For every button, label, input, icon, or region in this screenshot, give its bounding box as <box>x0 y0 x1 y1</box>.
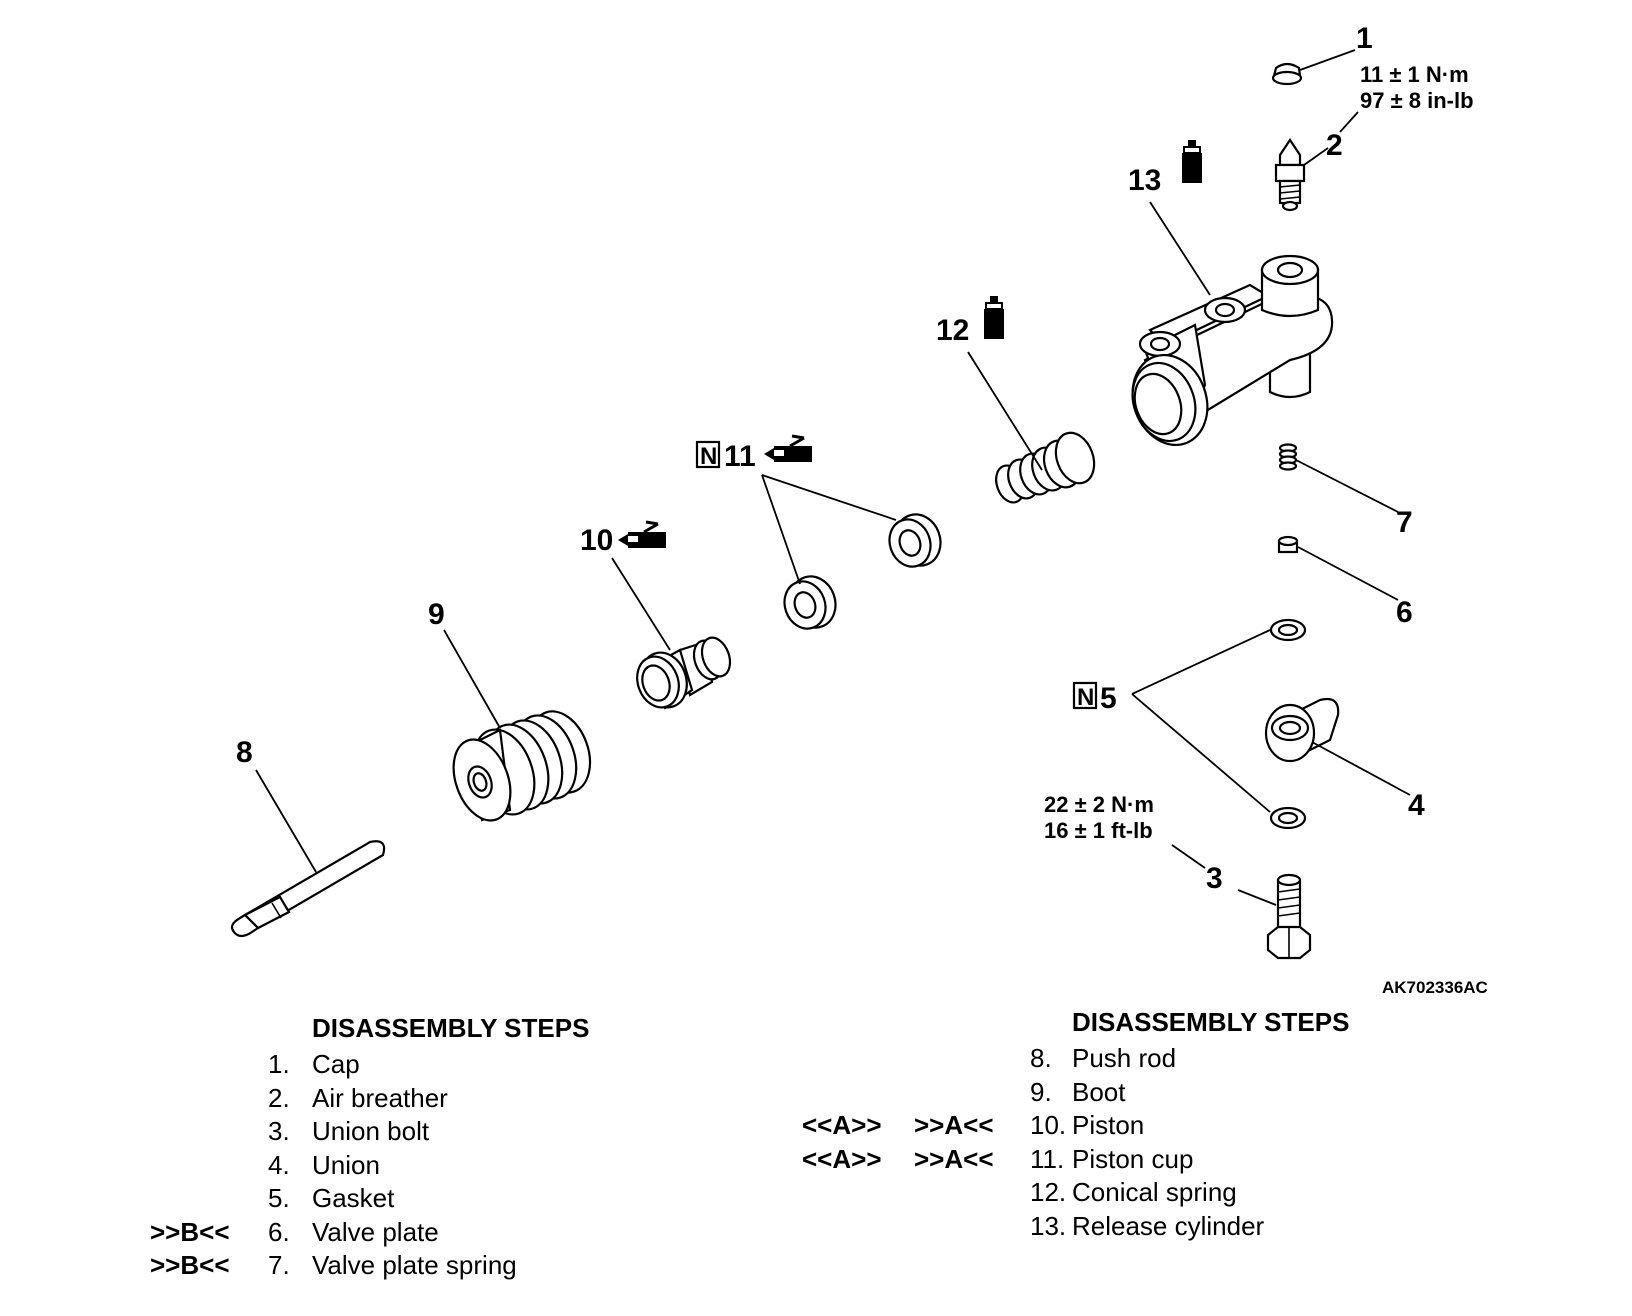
disassembly-steps-right: DISASSEMBLY STEPS 8.Push rod 9.Boot <<A>… <box>802 1006 1422 1243</box>
figure-id: AK702336AC <box>1382 978 1488 997</box>
step-row: 9.Boot <box>1030 1076 1126 1107</box>
grease-gun-icon <box>618 520 666 548</box>
callout-3: 3 <box>1206 862 1223 895</box>
leader-2-torque <box>1339 111 1359 133</box>
part-union-bolt <box>1266 873 1312 960</box>
brake-fluid-icon <box>984 296 1004 339</box>
leader-3 <box>1237 889 1277 906</box>
callout-4: 4 <box>1408 789 1425 822</box>
part-gasket-upper <box>1269 618 1307 642</box>
leader-6 <box>1297 546 1399 601</box>
part-valve-plate <box>1277 535 1299 554</box>
callout-9: 9 <box>428 598 445 631</box>
part-piston-cup-upper <box>888 513 942 568</box>
step-row: 2.Air breather <box>268 1082 448 1113</box>
svg-text:N: N <box>1077 684 1094 711</box>
part-valve-plate-spring <box>1278 443 1298 471</box>
leader-5b <box>1131 693 1271 813</box>
step-row: 1.Cap <box>268 1049 360 1079</box>
leader-11b <box>761 474 801 585</box>
callout-13: 13 <box>1128 164 1161 197</box>
leader-1 <box>1299 49 1356 71</box>
leader-7 <box>1295 459 1399 513</box>
leader-9 <box>443 629 501 729</box>
step-row: 8.Push rod <box>1030 1043 1177 1073</box>
part-union <box>1264 697 1340 763</box>
callout-2: 2 <box>1326 129 1343 162</box>
callout-12: 12 <box>936 314 969 347</box>
torque-bolt-nm: 22 ± 2 N·m <box>1044 792 1154 817</box>
torque-cap-nm: 11 ± 1 N·m <box>1360 62 1469 87</box>
part-piston <box>636 636 732 710</box>
torque-bolt-ftlb: 16 ± 1 ft-lb <box>1044 818 1153 843</box>
leader-5a <box>1131 629 1271 695</box>
callout-11: 11 <box>724 440 756 473</box>
callout-1: 1 <box>1356 22 1373 55</box>
part-air-breather <box>1274 138 1306 212</box>
leader-12 <box>967 351 1043 471</box>
callout-5: 5 <box>1100 682 1117 715</box>
svg-text:N: N <box>700 443 717 470</box>
part-release-cylinder <box>1131 254 1334 447</box>
callout-7: 7 <box>1396 506 1413 539</box>
step-row: >>B<<7.Valve plate spring <box>150 1250 517 1280</box>
leader-4 <box>1311 741 1411 796</box>
step-row: 4.Union <box>268 1149 380 1180</box>
leader-3-torque <box>1171 844 1206 869</box>
new-part-symbol-11: N <box>695 440 721 470</box>
step-row: 13.Release cylinder <box>1030 1210 1265 1241</box>
part-cap <box>1271 62 1303 86</box>
disassembly-steps-left: DISASSEMBLY STEPS 1.Cap 2.Air breather 3… <box>150 1012 670 1283</box>
steps-heading-right: DISASSEMBLY STEPS <box>1072 1007 1350 1037</box>
leader-11a <box>761 474 897 521</box>
step-row: <<A>>>>A<<11.Piston cup <box>802 1143 1194 1174</box>
part-conical-spring <box>995 431 1096 504</box>
part-gasket-lower <box>1269 806 1307 830</box>
brake-fluid-icon <box>1182 140 1202 183</box>
part-boot <box>452 710 592 822</box>
leader-13 <box>1149 201 1211 296</box>
leader-2 <box>1303 147 1329 166</box>
grease-gun-icon <box>764 434 812 462</box>
part-piston-cup-lower <box>783 575 837 630</box>
step-row: 3.Union bolt <box>268 1116 430 1146</box>
callout-8: 8 <box>236 736 253 769</box>
step-row: <<A>>>>A<<10.Piston <box>802 1110 1145 1140</box>
step-row: >>B<<6.Valve plate <box>150 1216 439 1247</box>
steps-heading-left: DISASSEMBLY STEPS <box>312 1013 590 1043</box>
step-row: 12.Conical spring <box>1030 1177 1237 1207</box>
torque-cap-inlb: 97 ± 8 in-lb <box>1360 88 1474 113</box>
new-part-symbol-5: N <box>1072 681 1098 711</box>
leader-8 <box>255 769 317 873</box>
part-push-rod <box>230 840 386 938</box>
callout-6: 6 <box>1396 596 1413 629</box>
callout-10: 10 <box>580 524 613 557</box>
leader-10 <box>611 557 671 651</box>
step-row: 5.Gasket <box>268 1183 395 1213</box>
